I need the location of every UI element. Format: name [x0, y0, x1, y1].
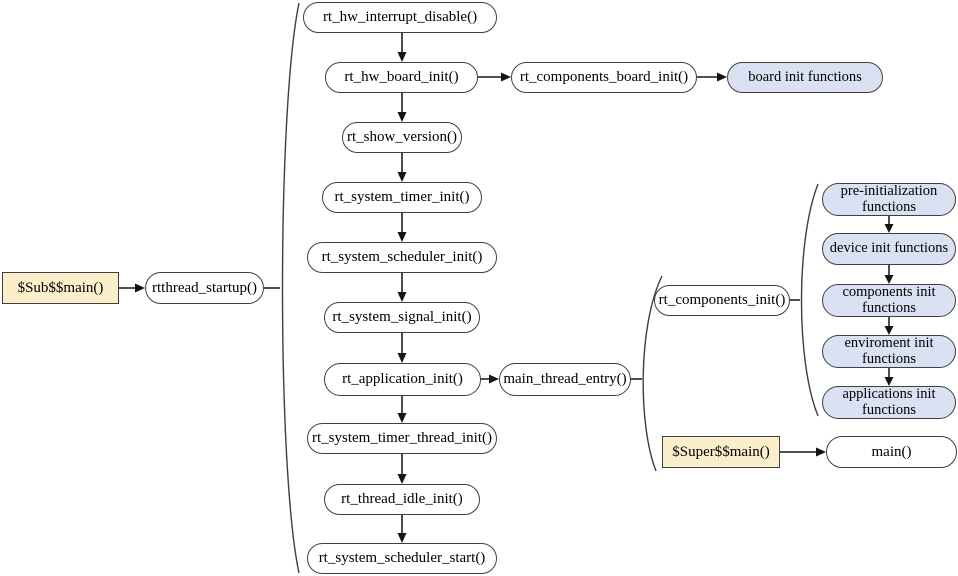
- node-rt-show-version: rt_show_version(): [342, 122, 462, 153]
- node-device-init-functions: device init functions: [822, 233, 956, 265]
- arrow-seq-5-6: [397, 273, 407, 302]
- node-rt-hw-interrupt-disable: rt_hw_interrupt_disable(): [303, 2, 497, 33]
- arrow-board-init-to-components-board-init: [478, 72, 511, 82]
- arrow-seq-8-9: [397, 454, 407, 484]
- arrow-seq-2-3: [397, 93, 407, 122]
- node-rt-system-signal-init: rt_system_signal_init(): [324, 302, 480, 333]
- node-rt-hw-board-init: rt_hw_board_init(): [325, 62, 478, 93]
- node-enviroment-init-functions: enviroment init functions: [822, 335, 956, 368]
- node-applications-init-functions: applications init functions: [822, 386, 956, 419]
- arrow-supermain-to-main: [780, 447, 826, 457]
- node-main-thread-entry: main_thread_entry(): [499, 363, 631, 396]
- arrow-seq-9-10: [397, 515, 407, 543]
- arrow-stage-1-2: [884, 216, 894, 233]
- node-rt-components-init: rt_components_init(): [654, 285, 790, 316]
- node-pre-initialization-functions: pre-initialization functions: [822, 183, 956, 216]
- arrow-seq-4-5: [397, 213, 407, 242]
- components-init-group-brace: [800, 183, 819, 417]
- node-super-main: $Super$$main(): [662, 436, 780, 468]
- arrow-seq-6-7: [397, 333, 407, 363]
- arrow-stage-3-4: [884, 317, 894, 335]
- node-rtthread-startup: rtthread_startup(): [145, 272, 264, 304]
- node-board-init-functions: board init functions: [727, 62, 883, 93]
- arrow-stage-4-5: [884, 368, 894, 386]
- node-rt-components-board-init: rt_components_board_init(): [511, 62, 697, 93]
- arrow-submain-to-startup: [119, 283, 145, 293]
- arrow-seq-7-8: [397, 396, 407, 423]
- node-rt-system-timer-thread-init: rt_system_timer_thread_init(): [307, 423, 497, 454]
- arrow-stage-2-3: [884, 265, 894, 284]
- arrow-seq-3-4: [397, 153, 407, 182]
- arrow-components-board-init-to-board-functions: [697, 72, 727, 82]
- node-rt-system-timer-init: rt_system_timer_init(): [322, 182, 482, 213]
- node-rt-thread-idle-init: rt_thread_idle_init(): [324, 484, 480, 515]
- arrow-seq-1-2: [397, 33, 407, 62]
- node-components-init-functions: components init functions: [822, 284, 956, 317]
- node-sub-main: $Sub$$main(): [2, 272, 119, 304]
- node-rt-system-scheduler-start: rt_system_scheduler_start(): [307, 543, 497, 574]
- startup-group-brace: [281, 2, 300, 574]
- arrow-application-init-to-main-entry: [481, 374, 499, 384]
- node-rt-system-scheduler-init: rt_system_scheduler_init(): [307, 242, 497, 273]
- node-rt-application-init: rt_application_init(): [324, 363, 481, 396]
- node-main: main(): [826, 436, 957, 468]
